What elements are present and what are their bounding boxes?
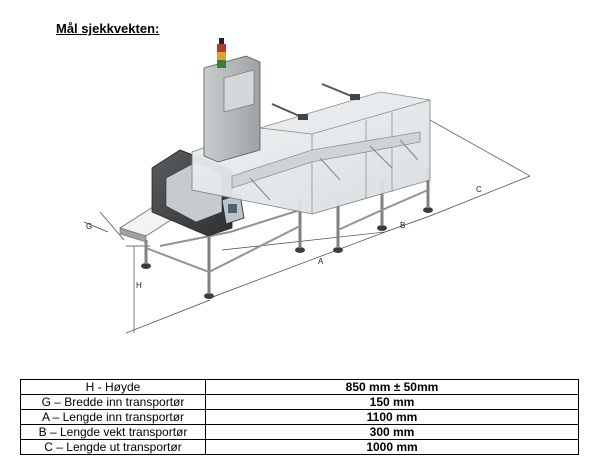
table-row: G – Bredde inn transportør 150 mm (20, 394, 579, 410)
table-row: H - Høyde 850 mm ± 50mm (20, 379, 579, 395)
value-cell: 300 mm (205, 424, 579, 440)
parameter-cell: H - Høyde (20, 379, 206, 395)
value-cell: 1000 mm (205, 439, 579, 455)
table-row: B – Lengde vekt transportør 300 mm (20, 424, 579, 440)
value-cell: 850 mm ± 50mm (205, 379, 579, 395)
dim-label-a: A (318, 257, 324, 266)
parameter-cell: B – Lengde vekt transportør (20, 424, 206, 440)
dim-label-c: C (476, 185, 482, 194)
parameter-cell: G – Bredde inn transportør (20, 394, 206, 410)
table-row: C – Lengde ut transportør 1000 mm (20, 439, 579, 455)
parameter-cell: A – Lengde inn transportør (20, 409, 206, 425)
value-cell: 1100 mm (205, 409, 579, 425)
page-title: Mål sjekkvekten: (56, 21, 160, 36)
parameter-cell: C – Lengde ut transportør (20, 439, 206, 455)
dim-label-h: H (136, 281, 142, 290)
table-row: A – Lengde inn transportør 1100 mm (20, 409, 579, 425)
value-cell: 150 mm (205, 394, 579, 410)
checkweigher-drawing: H G A B C (83, 38, 531, 334)
dim-label-g: G (86, 222, 92, 231)
dimensions-table: H - Høyde 850 mm ± 50mm G – Bredde inn t… (20, 379, 579, 455)
dim-label-b: B (400, 221, 405, 230)
